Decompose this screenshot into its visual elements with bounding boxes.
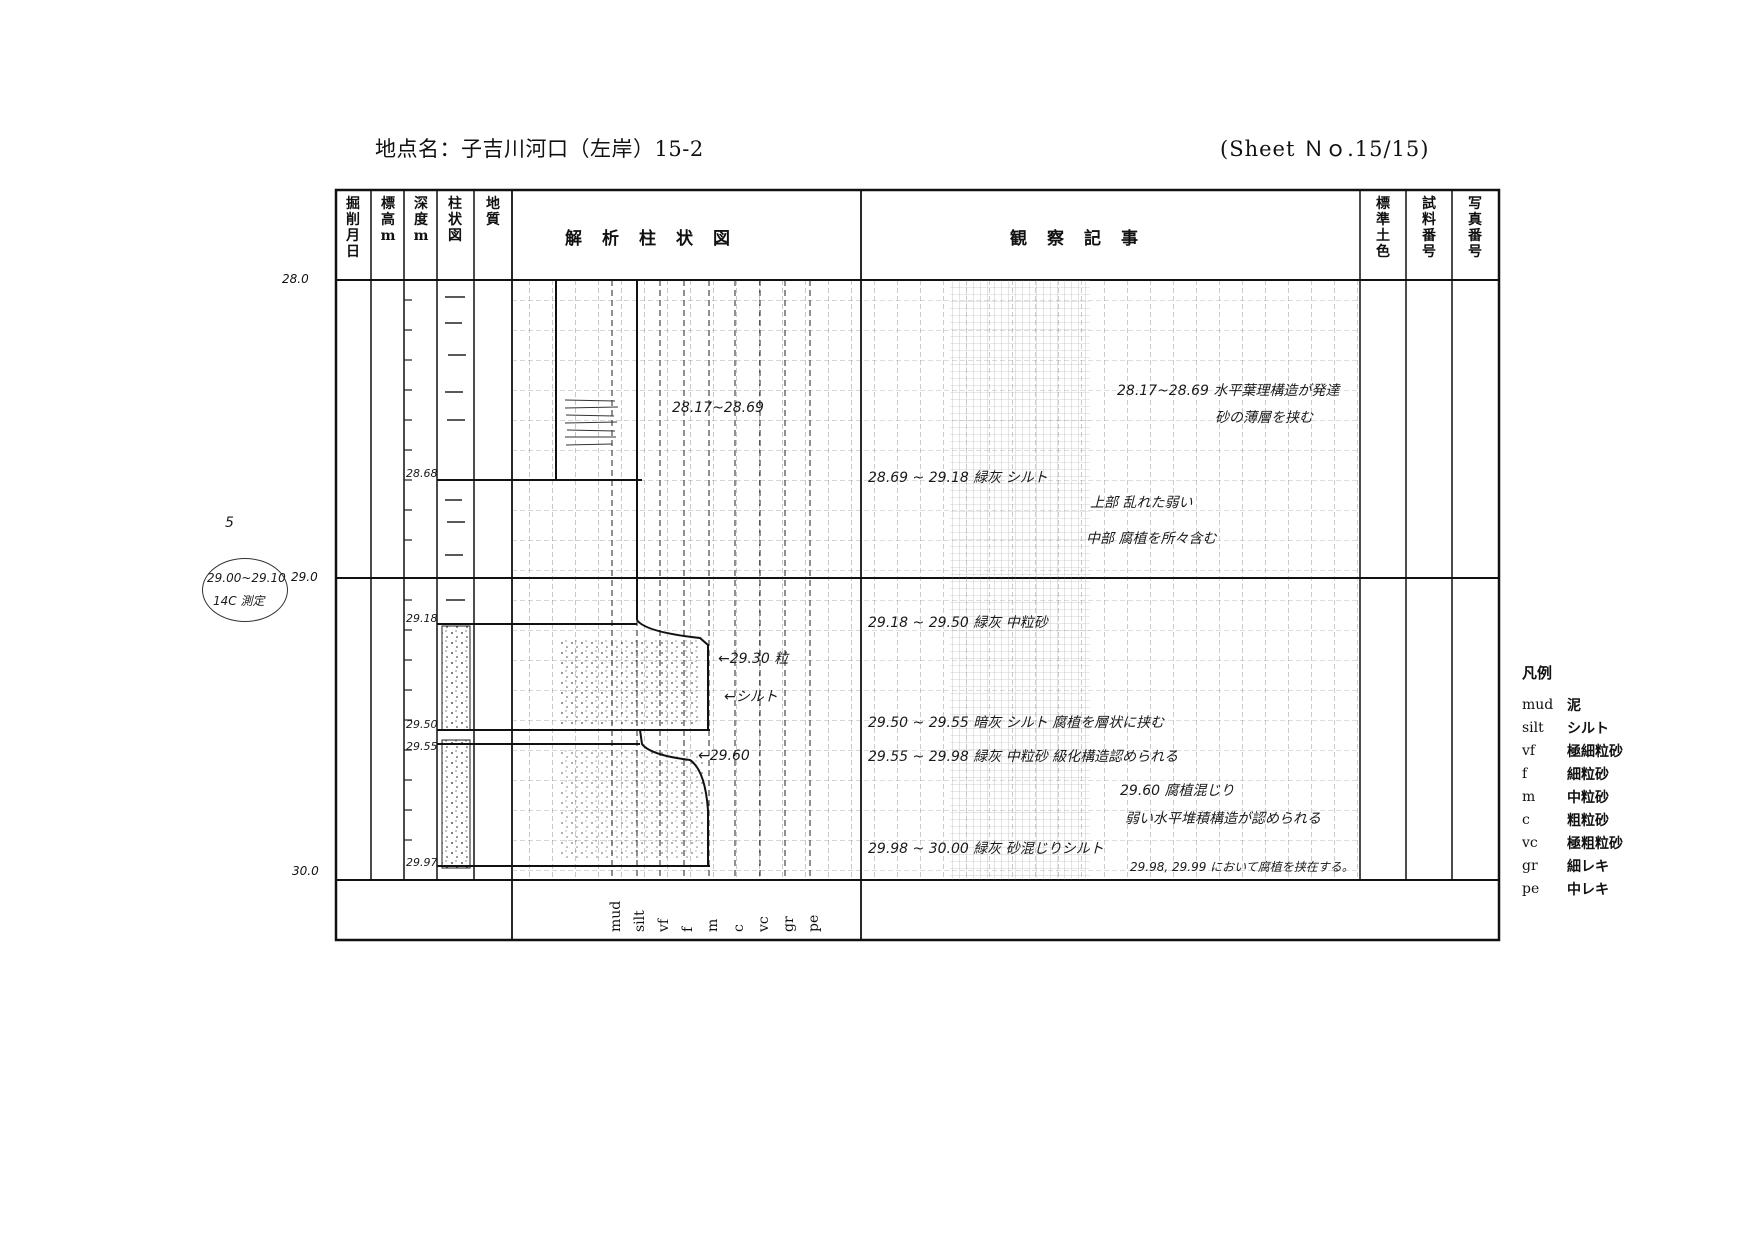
analysis-note: 28.17~28.69 — [672, 400, 764, 416]
header-depth: 深度m — [413, 196, 429, 244]
header-geology: 地質 — [486, 196, 500, 228]
legend-item: vf 極細粒砂 — [1522, 739, 1623, 762]
depth-label: 29.97 — [406, 856, 438, 869]
legend-name: 中粒砂 — [1567, 789, 1609, 806]
site-name: 地点名：子吉川河口（左岸）15-2 — [375, 137, 704, 161]
legend-code: pe — [1522, 880, 1540, 897]
depth-label: 28.68 — [406, 467, 438, 480]
header-photo-no: 写真番号 — [1468, 196, 1482, 260]
legend-code: vc — [1522, 834, 1538, 851]
sheet-number: (Sheet Ｎｏ.15/15) — [1220, 137, 1430, 161]
depth-29: 29.0 — [291, 570, 318, 584]
axis-label: f — [680, 926, 696, 932]
axis-label: vf — [656, 918, 672, 932]
depth-label: 29.55 — [406, 740, 438, 753]
observation-line: 29.98 ~ 30.00 緑灰 砂混じりシルト — [868, 841, 1104, 857]
legend-name: 極粗粒砂 — [1567, 835, 1623, 852]
legend-item: gr 細レキ — [1522, 854, 1623, 877]
legend-name: 極細粒砂 — [1567, 743, 1623, 760]
axis-label: mud — [608, 900, 624, 932]
header-elevation: 標高m — [380, 196, 396, 244]
observation-line: 中部 腐植を所々含む — [1086, 531, 1217, 547]
axis-label: gr — [781, 916, 797, 932]
header-observation: 観察記事 — [1010, 229, 1158, 249]
legend-name: 中レキ — [1567, 881, 1609, 898]
header-sample-no: 試料番号 — [1422, 196, 1436, 260]
observation-line: 弱い水平堆積構造が認められる — [1125, 811, 1321, 827]
header-soil-color: 標準土色 — [1376, 196, 1390, 260]
legend-code: silt — [1522, 719, 1544, 736]
analysis-note: ←シルト — [724, 689, 778, 705]
axis-label: vc — [756, 916, 772, 932]
legend-name: 泥 — [1567, 697, 1581, 714]
legend-code: mud — [1522, 696, 1554, 713]
observation-line: 29.98, 29.99 において腐植を挟在する。 — [1130, 860, 1354, 874]
legend-name: 細レキ — [1567, 858, 1609, 875]
depth-28: 28.0 — [282, 272, 309, 286]
margin-circle — [202, 558, 288, 622]
margin-label: 14C 測定 — [213, 594, 265, 608]
axis-label: c — [731, 924, 747, 932]
legend-item: c 粗粒砂 — [1522, 808, 1623, 831]
legend-code: vf — [1522, 742, 1536, 759]
depth-30: 30.0 — [292, 864, 319, 878]
margin-core: 29.00~29.10 — [207, 571, 286, 585]
legend-code: c — [1522, 811, 1530, 828]
legend-name: 粗粒砂 — [1567, 812, 1609, 829]
observation-line: 29.60 腐植混じり — [1120, 783, 1235, 799]
legend-code: m — [1522, 788, 1536, 805]
legend-item: f 細粒砂 — [1522, 762, 1623, 785]
analysis-note: ←29.60 — [698, 748, 750, 764]
header-analysis: 解析柱状図 — [565, 229, 750, 249]
depth-label: 29.50 — [406, 718, 438, 731]
legend: 凡例 mud 泥 silt シルト vf 極細粒砂 f 細粒砂 m 中粒砂 c 粗粒砂 vc… — [1522, 662, 1623, 900]
legend-item: silt シルト — [1522, 716, 1623, 739]
axis-label: pe — [806, 914, 822, 932]
observation-line: 28.69 ~ 29.18 緑灰 シルト — [868, 470, 1048, 486]
observation-line: 上部 乱れた弱い — [1090, 495, 1193, 511]
axis-label: m — [705, 918, 721, 932]
observation-line: 29.50 ~ 29.55 暗灰 シルト 腐植を層状に挟む — [868, 715, 1165, 731]
header-column: 柱状図 — [448, 196, 462, 244]
header-date: 掘削月日 — [346, 196, 360, 260]
analysis-note: ←29.30 粒 — [718, 651, 789, 667]
axis-label: silt — [632, 910, 648, 932]
legend-item: mud 泥 — [1522, 693, 1623, 716]
legend-item: vc 極粗粒砂 — [1522, 831, 1623, 854]
legend-name: 細粒砂 — [1567, 766, 1609, 783]
depth-label: 29.18 — [406, 612, 438, 625]
legend-code: f — [1522, 765, 1528, 782]
margin-number: 5 — [225, 515, 234, 531]
legend-name: シルト — [1567, 720, 1609, 737]
legend-title: 凡例 — [1522, 664, 1553, 682]
legend-item: pe 中レキ — [1522, 877, 1623, 900]
grain-axis: mud silt vf f m c vc gr pe — [598, 884, 838, 936]
observation-line: 28.17~28.69 水平葉理構造が発達 — [1117, 383, 1340, 399]
observation-line: 29.18 ~ 29.50 緑灰 中粒砂 — [868, 615, 1048, 631]
legend-code: gr — [1522, 857, 1538, 874]
legend-item: m 中粒砂 — [1522, 785, 1623, 808]
observation-line: 砂の薄層を挟む — [1215, 410, 1313, 426]
observation-line: 29.55 ~ 29.98 緑灰 中粒砂 級化構造認められる — [868, 749, 1179, 765]
